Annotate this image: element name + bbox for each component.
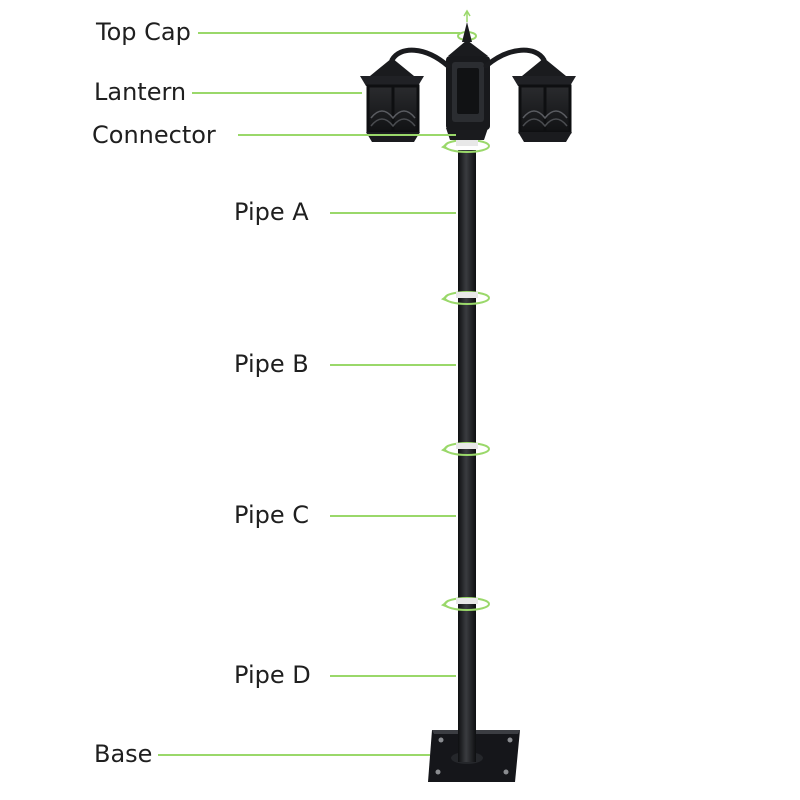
label-pipe-d: Pipe D (234, 661, 311, 689)
joint-cd (440, 597, 490, 611)
leader-top-cap (198, 32, 460, 34)
leader-pipe-a (330, 212, 456, 214)
top-cap-finial (457, 9, 477, 42)
leader-pipe-c (330, 515, 456, 517)
label-pipe-b: Pipe B (234, 350, 309, 378)
connector-hub (446, 40, 490, 140)
leader-base (158, 754, 430, 756)
joint-ab (440, 291, 490, 305)
label-pipe-a: Pipe A (234, 198, 309, 226)
leader-pipe-b (330, 364, 456, 366)
label-lantern: Lantern (94, 78, 187, 106)
leader-connector (238, 134, 456, 136)
joint-bc (440, 442, 490, 456)
leader-lantern (192, 92, 362, 94)
joint-rings (440, 139, 490, 611)
label-pipe-c: Pipe C (234, 501, 309, 529)
leader-pipe-d (330, 675, 456, 677)
label-top-cap: Top Cap (96, 18, 191, 46)
right-lantern (512, 58, 576, 142)
left-lantern (360, 58, 424, 142)
lantern-arms (389, 47, 547, 69)
label-connector: Connector (92, 121, 216, 149)
label-base: Base (94, 740, 153, 768)
